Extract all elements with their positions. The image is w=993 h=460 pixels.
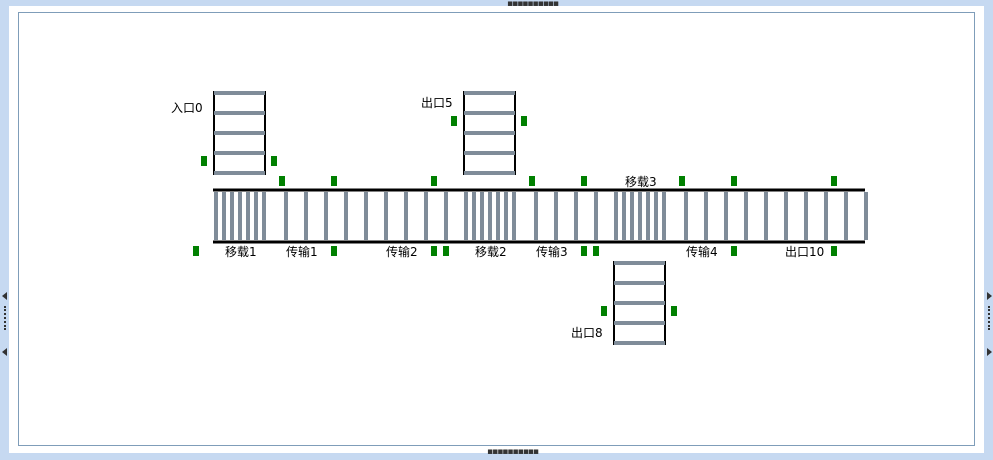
label-transfer-2: 移载2 <box>475 245 507 259</box>
sensor-indicator <box>431 176 437 186</box>
sensor-indicator <box>581 176 587 186</box>
right-splitter-arrows[interactable] <box>985 290 993 360</box>
sensor-indicator <box>331 246 337 256</box>
label-exit-8: 出口8 <box>571 326 603 340</box>
label-exit-10: 出口10 <box>785 245 825 259</box>
sensor-indicator <box>831 246 837 256</box>
sensor-indicator <box>529 176 535 186</box>
label-exit-5: 出口5 <box>421 96 453 110</box>
sensor-indicator <box>201 156 207 166</box>
sensor-indicator <box>671 306 677 316</box>
sensor-indicator <box>431 246 437 256</box>
sensor-indicator <box>521 116 527 126</box>
sensor-indicator <box>279 176 285 186</box>
left-splitter-arrows[interactable] <box>1 290 9 360</box>
sensor-indicator <box>581 246 587 256</box>
canvas-area <box>18 12 975 446</box>
label-conveyor-4: 传输4 <box>686 245 718 259</box>
label-entry-0: 入口0 <box>171 101 203 115</box>
sensor-indicator <box>601 306 607 316</box>
sensor-indicator <box>731 246 737 256</box>
sensor-indicator <box>443 246 449 256</box>
sensor-indicator <box>831 176 837 186</box>
sensor-indicator <box>331 176 337 186</box>
label-conveyor-1: 传输1 <box>286 245 318 259</box>
top-resize-grip[interactable]: ▪▪▪▪▪▪▪▪▪▪ <box>507 0 559 9</box>
label-transfer-1: 移载1 <box>225 245 257 259</box>
sensor-indicator <box>193 246 199 256</box>
sensor-indicator <box>271 156 277 166</box>
sensor-indicator <box>593 246 599 256</box>
sensor-indicator <box>731 176 737 186</box>
label-conveyor-2: 传输2 <box>386 245 418 259</box>
bottom-resize-grip[interactable]: ▪▪▪▪▪▪▪▪▪▪ <box>487 447 539 457</box>
label-transfer-3: 移载3 <box>625 175 657 189</box>
sensor-indicator <box>451 116 457 126</box>
sensor-indicator <box>679 176 685 186</box>
label-conveyor-3: 传输3 <box>536 245 568 259</box>
